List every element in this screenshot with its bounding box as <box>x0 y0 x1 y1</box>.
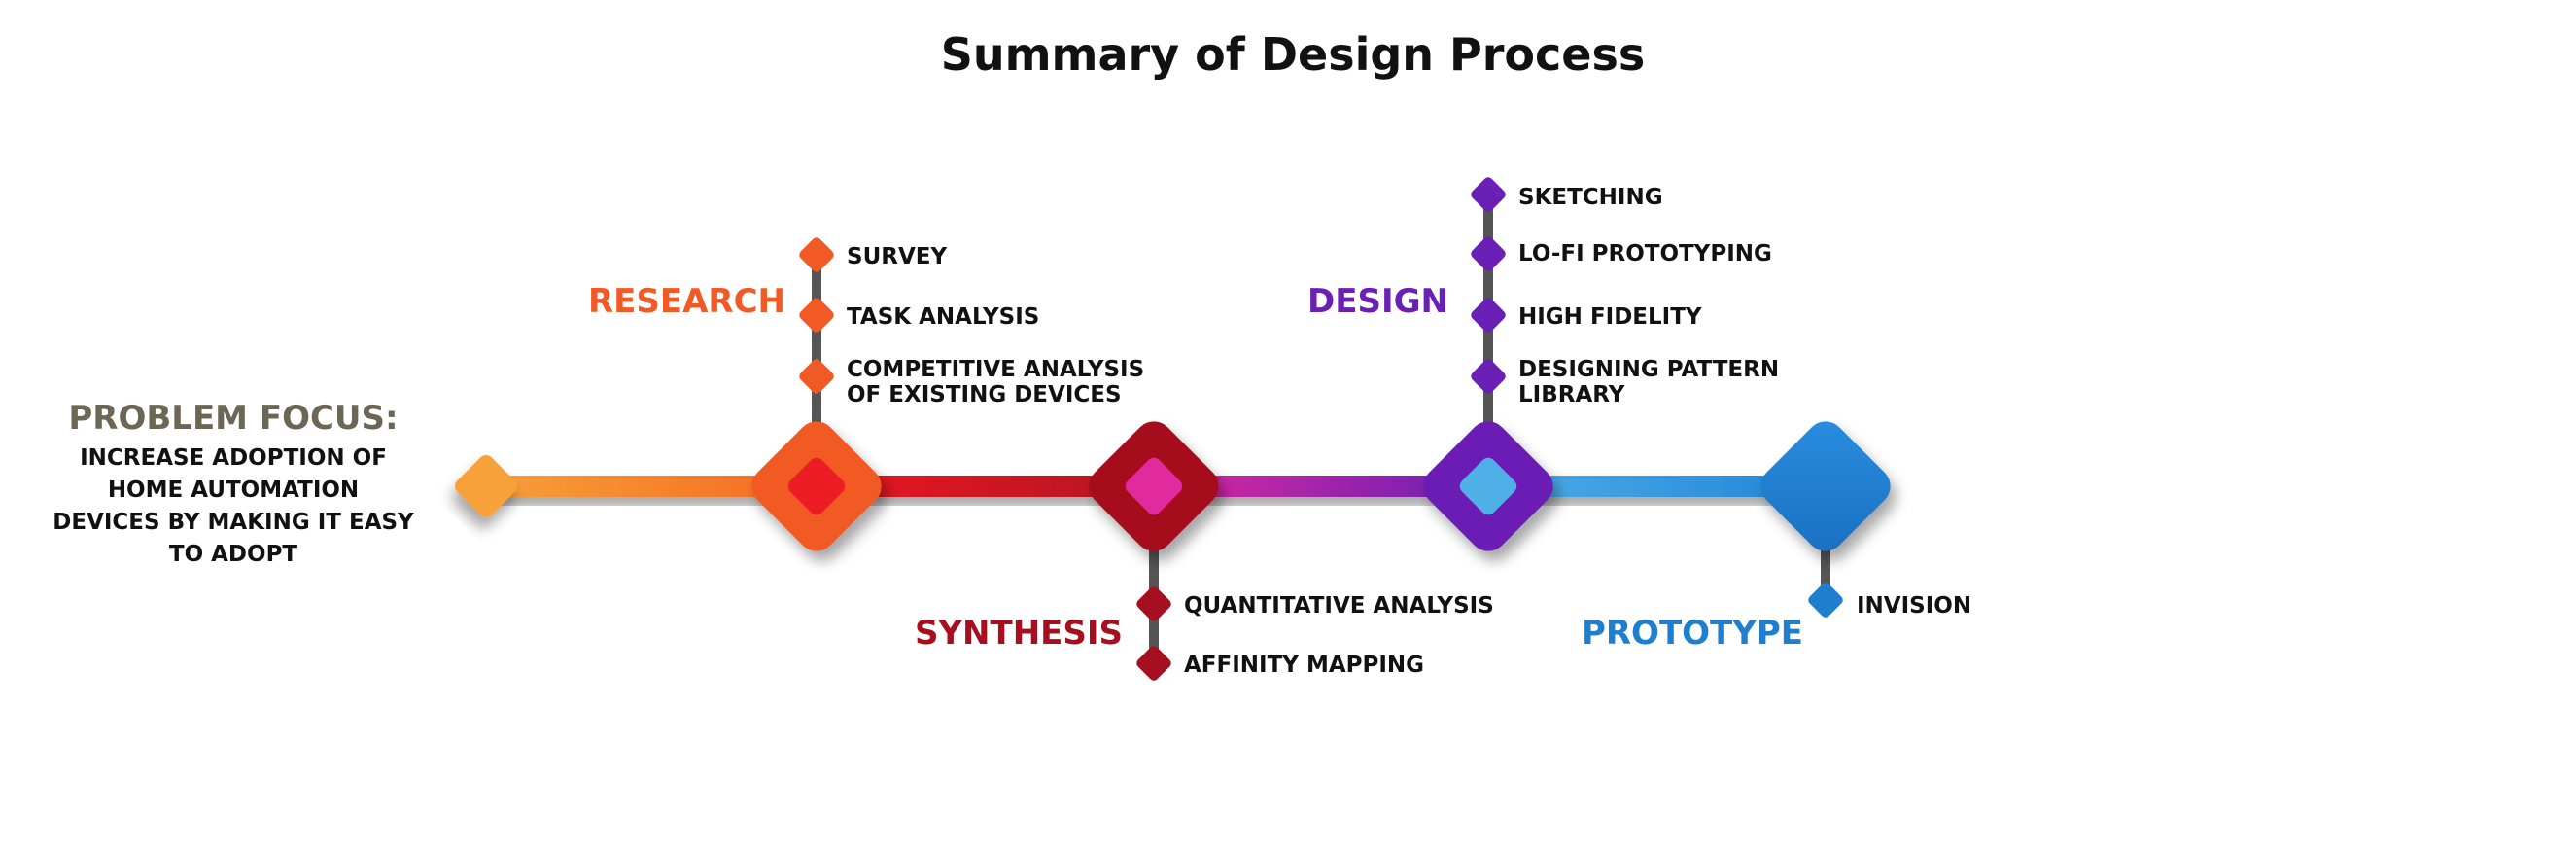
problem-line: INCREASE ADOPTION OF <box>80 445 387 471</box>
research-items: SURVEY TASK ANALYSIS COMPETITIVE ANALYSI… <box>799 237 1144 407</box>
design-item-label: LIBRARY <box>1518 382 1625 407</box>
research-item-label: SURVEY <box>847 244 947 269</box>
problem-line: TO ADOPT <box>169 542 298 567</box>
phase-label-research: RESEARCH <box>588 282 785 321</box>
synthesis-items: QUANTITATIVE ANALYSIS AFFINITY MAPPING <box>1136 586 1494 681</box>
problem-line: HOME AUTOMATION <box>108 478 359 503</box>
sub-node <box>799 359 834 394</box>
start-node <box>454 454 518 518</box>
timeline-segment-design <box>1482 476 1826 497</box>
sub-node <box>1471 236 1506 271</box>
design-item-label: DESIGNING PATTERN <box>1518 357 1779 382</box>
phase-label-prototype: PROTOTYPE <box>1582 614 1803 653</box>
sub-node <box>1808 583 1843 618</box>
problem-heading: PROBLEM FOCUS: <box>68 399 398 438</box>
research-item-label: OF EXISTING DEVICES <box>847 382 1122 407</box>
sub-node <box>1471 298 1506 333</box>
sub-node <box>799 298 834 333</box>
sub-node <box>1136 586 1171 621</box>
design-item-label: HIGH FIDELITY <box>1518 304 1702 330</box>
problem-line: DEVICES BY MAKING IT EASY <box>52 510 414 535</box>
design-items: SKETCHING LO-FI PROTOTYPING HIGH FIDELIT… <box>1471 177 1779 407</box>
sub-node <box>799 237 834 272</box>
prototype-items: INVISION <box>1808 583 1971 619</box>
page-title: Summary of Design Process <box>941 28 1646 81</box>
problem-focus: PROBLEM FOCUS: INCREASE ADOPTION OF HOME… <box>52 399 414 567</box>
timeline-segment-synthesis <box>1147 476 1488 497</box>
sub-node <box>1471 177 1506 212</box>
sub-node <box>1471 359 1506 394</box>
synthesis-inner-node <box>1125 457 1183 515</box>
design-inner-node <box>1459 457 1517 515</box>
research-item-label: TASK ANALYSIS <box>847 304 1039 330</box>
design-item-label: SKETCHING <box>1518 185 1663 210</box>
prototype-node <box>1760 421 1891 551</box>
research-item-label: COMPETITIVE ANALYSIS <box>847 357 1144 382</box>
sub-node <box>1136 646 1171 681</box>
phase-label-synthesis: SYNTHESIS <box>915 614 1123 653</box>
research-inner-node <box>787 457 846 515</box>
timeline-segment-problem <box>478 476 817 497</box>
synthesis-item-label: QUANTITATIVE ANALYSIS <box>1184 593 1494 619</box>
timeline-segment-research <box>797 476 1154 497</box>
design-item-label: LO-FI PROTOTYPING <box>1518 241 1772 266</box>
phase-label-design: DESIGN <box>1307 282 1448 321</box>
synthesis-item-label: AFFINITY MAPPING <box>1184 653 1424 678</box>
prototype-item-label: INVISION <box>1857 593 1971 619</box>
timeline-bar <box>478 476 1826 497</box>
